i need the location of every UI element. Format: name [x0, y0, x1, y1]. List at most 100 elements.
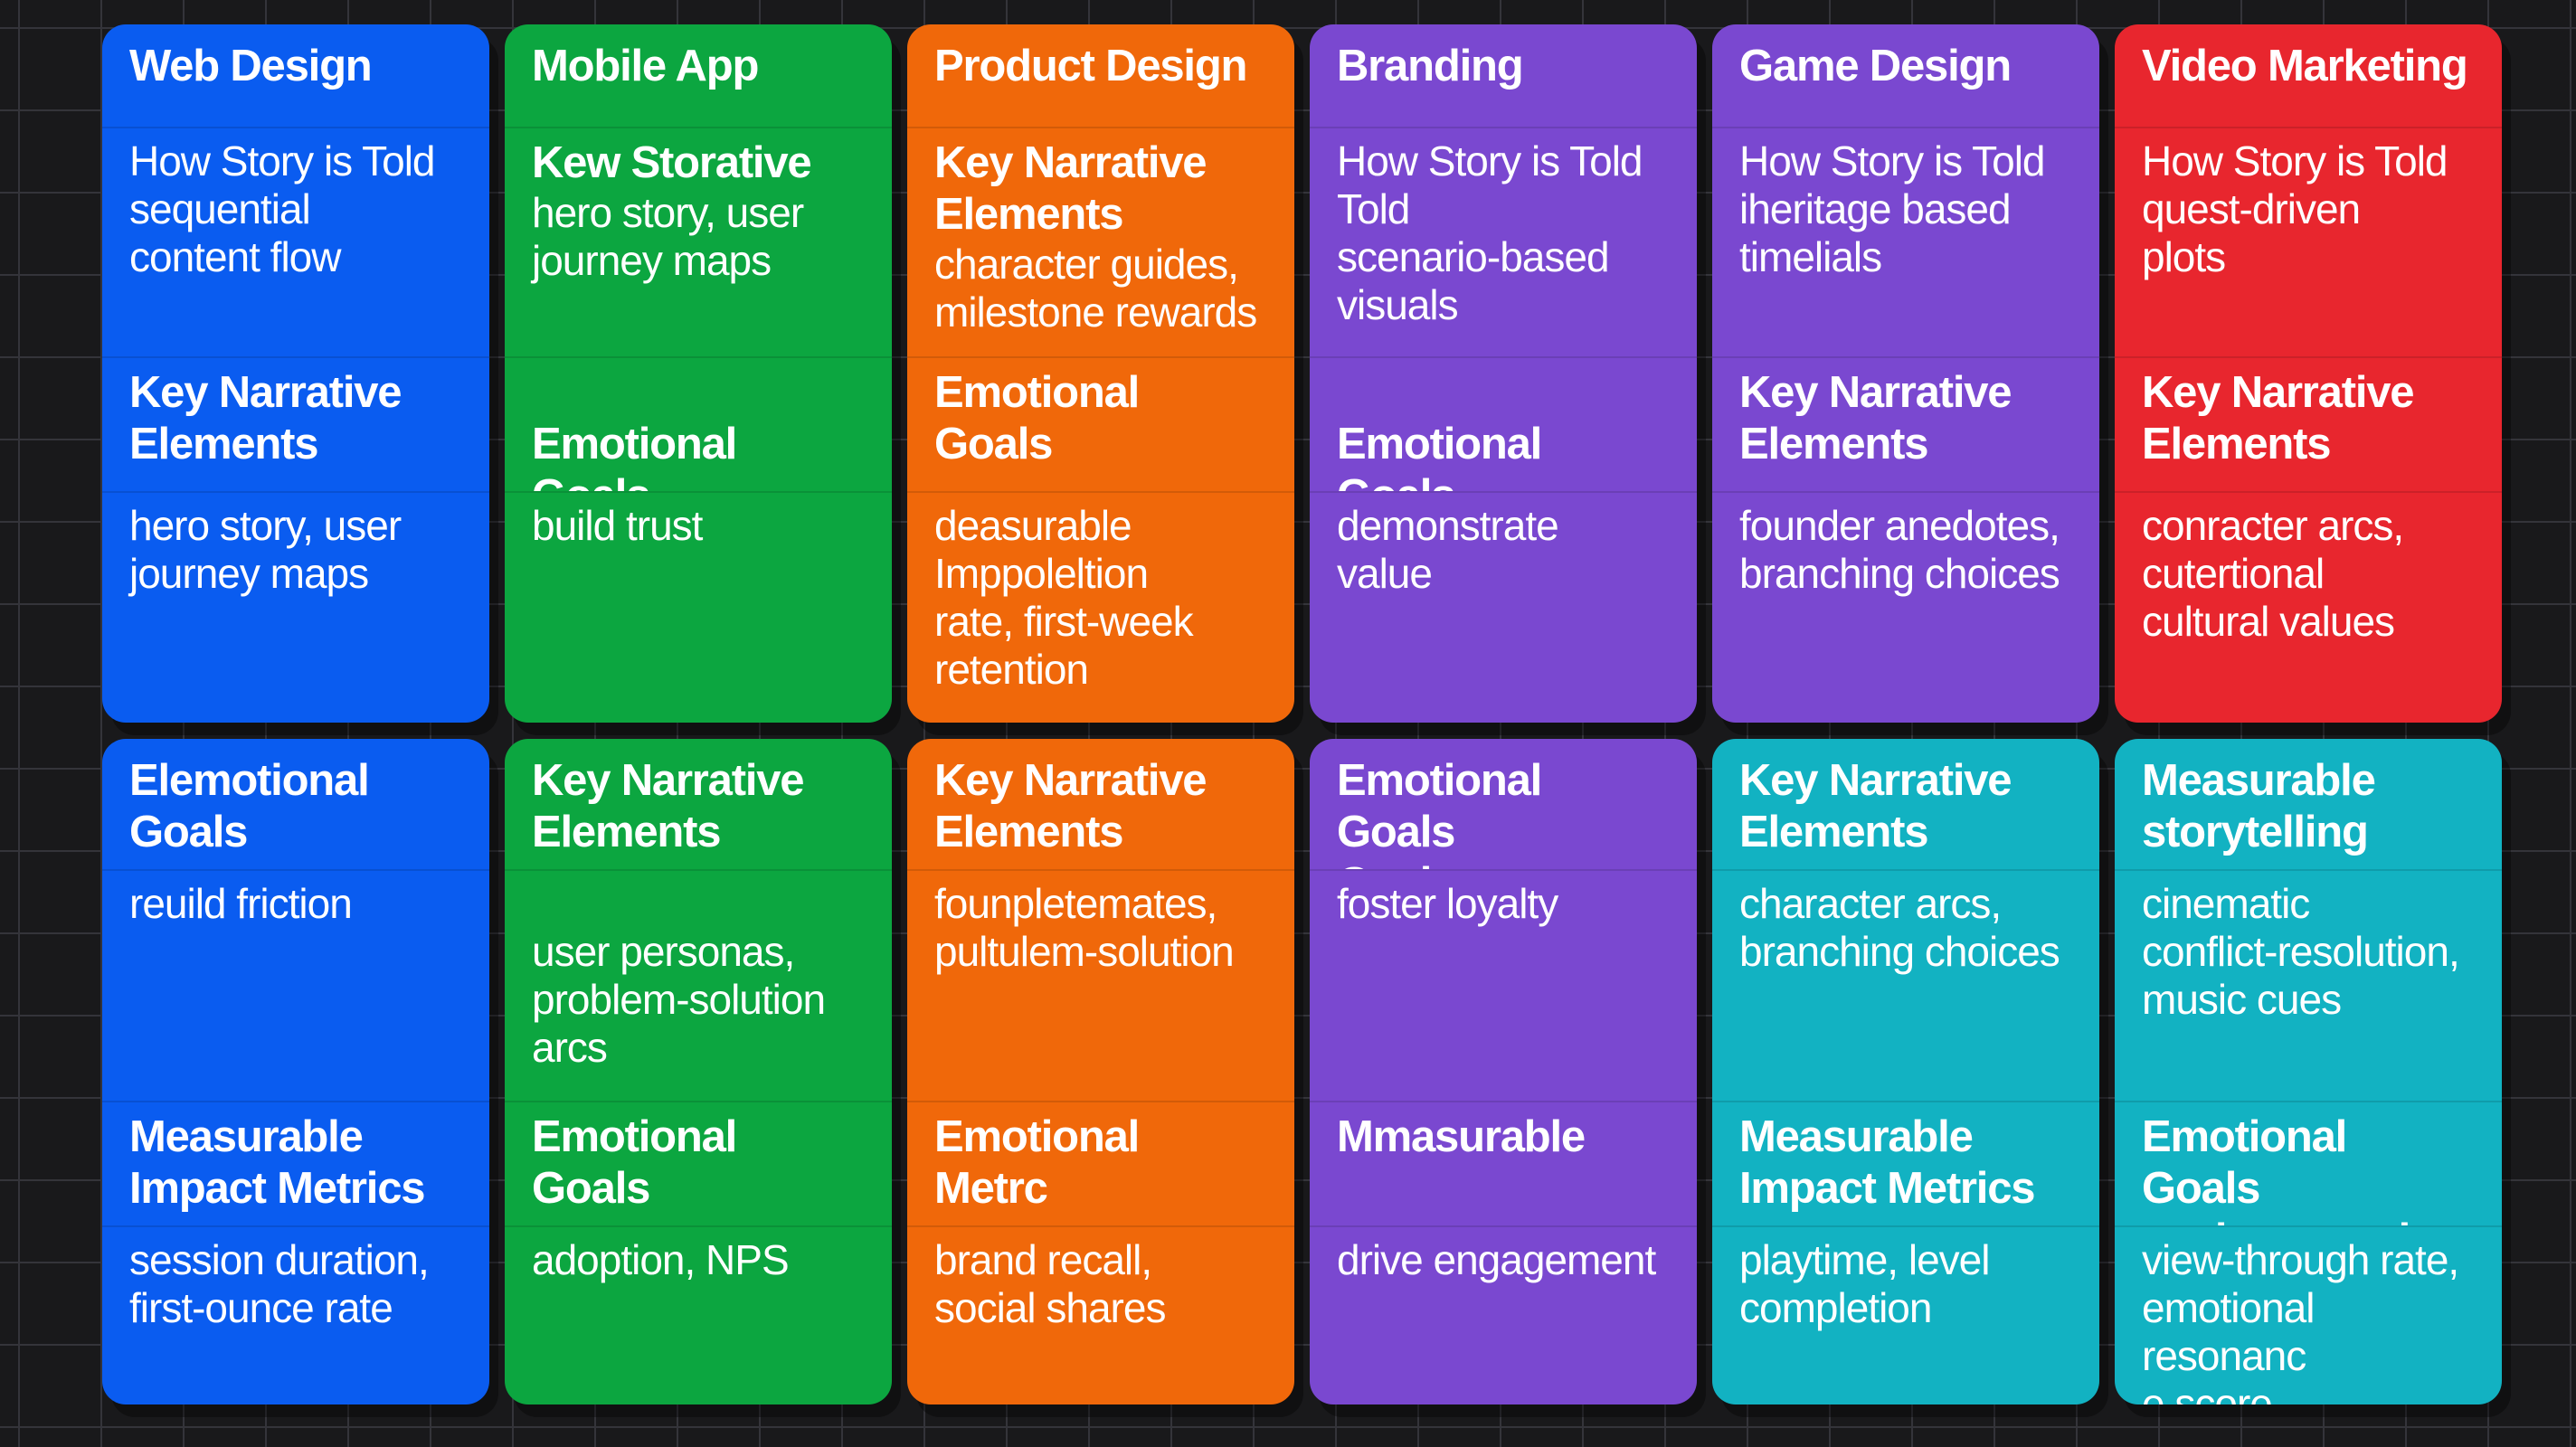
- section-heading: Key Narrative Elements: [2142, 368, 2415, 468]
- card-header: Emotional Goals Goals: [1310, 739, 1697, 869]
- card-header: Mobile App: [505, 24, 892, 127]
- card-section: foster loyalty: [1310, 869, 1697, 1101]
- section-text: character arcs, branching choices: [1739, 880, 2060, 975]
- section-text: view-through rate, emotional resonanc e …: [2142, 1236, 2459, 1404]
- card-header: Product Design: [907, 24, 1294, 127]
- card-title: Web Design: [129, 42, 373, 90]
- card-section: Mmasurable: [1310, 1101, 1697, 1225]
- section-heading: Key Narrative Elements: [1739, 368, 2012, 468]
- card-header: Measurable storytelling: [2115, 739, 2502, 869]
- card-section: Emotional Goals: [907, 356, 1294, 491]
- card-title: Video Marketing: [2142, 42, 2468, 90]
- card-section: playtime, level completion: [1712, 1225, 2099, 1404]
- card-section: build trust: [505, 491, 892, 723]
- section-text: How Story is Told iheritage based timeli…: [1739, 137, 2046, 280]
- section-heading: Measurable Impact Metrics: [1739, 1112, 2036, 1213]
- section-text: character guides, milestone rewards: [934, 241, 1257, 336]
- card-title: Mobile App: [532, 42, 759, 90]
- card-title: Key Narrative Elements: [532, 756, 805, 856]
- card-section: deasurable Imppoleltion rate, first-week…: [907, 491, 1294, 723]
- card-section: Key Narrative Elements: [2115, 356, 2502, 491]
- card-section: Emotional Goals: [505, 1101, 892, 1225]
- card-section: How Story is Told sequential content flo…: [102, 127, 489, 356]
- section-heading: Key Narrative Elements: [129, 368, 402, 468]
- card-section: drive engagement: [1310, 1225, 1697, 1404]
- card-title: Elemotional Goals: [129, 756, 370, 856]
- section-text: conracter arcs, cutertional cultural val…: [2142, 502, 2404, 645]
- card-header: Elemotional Goals: [102, 739, 489, 869]
- card-section: Emotional Goals: [505, 356, 892, 491]
- section-text: hero story, user journey maps: [532, 189, 804, 284]
- card-title: Key Narrative Elements: [934, 756, 1208, 856]
- card-section: Emotional Goals: [1310, 356, 1697, 491]
- section-heading: Mmasurable: [1337, 1112, 1586, 1161]
- section-heading: Emotional Goals: [532, 420, 737, 491]
- section-text: cinematic conflict-resolution, music cue…: [2142, 880, 2460, 1023]
- card-section: Emotional Metrc: [907, 1101, 1294, 1225]
- card-bottom-row-3: Key Narrative Elements founpletemates, pu…: [907, 739, 1294, 1404]
- card-title: Emotional Goals Goals: [1337, 756, 1542, 869]
- card-header: Key Narrative Elements: [505, 739, 892, 869]
- card-title: Product Design: [934, 42, 1247, 90]
- card-bottom-row-2: Key Narrative Elements user personas, pr…: [505, 739, 892, 1404]
- card-header: Video Marketing: [2115, 24, 2502, 127]
- section-text: brand recall, social shares: [934, 1236, 1166, 1331]
- card-section: session duration, first-ounce rate: [102, 1225, 489, 1404]
- card-section: reuild friction: [102, 869, 489, 1101]
- section-text: reuild friction: [129, 880, 353, 927]
- section-text: drive engagement: [1337, 1236, 1656, 1283]
- section-text: How Story is Told quest-driven plots: [2142, 137, 2448, 280]
- card-section: character arcs, branching choices: [1712, 869, 2099, 1101]
- section-heading: Emotional Metrc: [934, 1112, 1140, 1213]
- card-header: Key Narrative Elements: [1712, 739, 2099, 869]
- card-bottom-row-5: Key Narrative Elements character arcs, br…: [1712, 739, 2099, 1404]
- card-section: founpletemates, pultulem-solution: [907, 869, 1294, 1101]
- section-text: foster loyalty: [1337, 880, 1558, 927]
- card-section: adoption, NPS: [505, 1225, 892, 1404]
- card-title: Game Design: [1739, 42, 2012, 90]
- card-section: hero story, user journey maps: [102, 491, 489, 723]
- section-text: How Story is Told sequential content flo…: [129, 137, 436, 280]
- card-title: Branding: [1337, 42, 1524, 90]
- section-text: deasurable Imppoleltion rate, first-week…: [934, 502, 1194, 693]
- card-section: cinematic conflict-resolution, music cue…: [2115, 869, 2502, 1101]
- card-title: Key Narrative Elements: [1739, 756, 2012, 856]
- card-section: founder anedotes, branching choices: [1712, 491, 2099, 723]
- section-text: build trust: [532, 502, 703, 549]
- card-bottom-row-6: Measurable storytelling cinematic conflic…: [2115, 739, 2502, 1404]
- card-header: Game Design: [1712, 24, 2099, 127]
- section-text: demonstrate value: [1337, 502, 1559, 597]
- card-section: Measurable Impact Metrics: [1712, 1101, 2099, 1225]
- section-text: adoption, NPS: [532, 1236, 790, 1283]
- card-section: conracter arcs, cutertional cultural val…: [2115, 491, 2502, 723]
- card-section: How Story is Told iheritage based timeli…: [1712, 127, 2099, 356]
- section-heading: Emotional Goals evoke empathy: [2142, 1112, 2449, 1225]
- section-text: user personas, problem-solution arcs: [532, 928, 826, 1071]
- card-header: Key Narrative Elements: [907, 739, 1294, 869]
- section-text: session duration, first-ounce rate: [129, 1236, 430, 1331]
- card-section: view-through rate, emotional resonanc e …: [2115, 1225, 2502, 1404]
- card-header: Branding: [1310, 24, 1697, 127]
- card-section: user personas, problem-solution arcs: [505, 869, 892, 1101]
- section-heading: Emotional Goals: [934, 368, 1140, 468]
- card-title: Measurable storytelling: [2142, 756, 2376, 856]
- card-section: Emotional Goals evoke empathy: [2115, 1101, 2502, 1225]
- card-section: brand recall, social shares: [907, 1225, 1294, 1404]
- section-heading: Kew Storative: [532, 138, 812, 187]
- card-section: Key Narrative Elements: [102, 356, 489, 491]
- card-bottom-row-4: Emotional Goals Goals foster loyaltyMmasu…: [1310, 739, 1697, 1404]
- section-text: founder anedotes, branching choices: [1739, 502, 2060, 597]
- card-section: How Story is Told quest-driven plots: [2115, 127, 2502, 356]
- section-text: How Story is Told Told scenario-based vi…: [1337, 137, 1643, 328]
- card-section: Measurable Impact Metrics: [102, 1101, 489, 1225]
- section-heading: Measurable Impact Metrics: [129, 1112, 426, 1213]
- card-header: Web Design: [102, 24, 489, 127]
- section-text: hero story, user journey maps: [129, 502, 402, 597]
